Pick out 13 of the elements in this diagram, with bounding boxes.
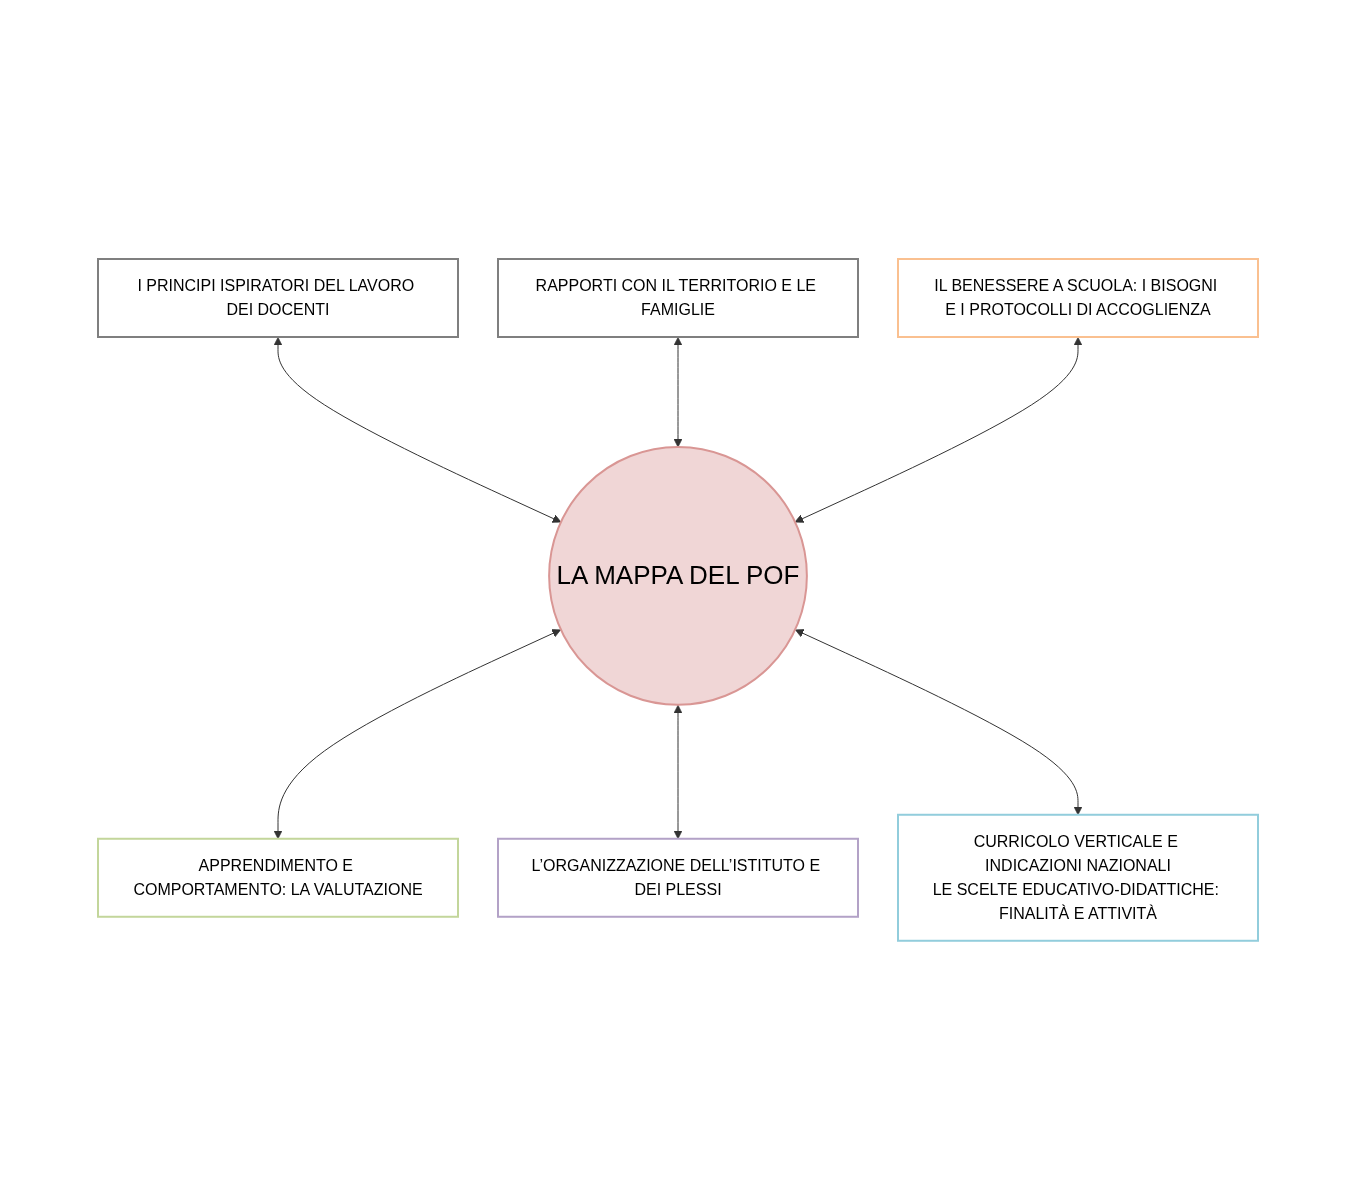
node-box: IL BENESSERE A SCUOLA: I BISOGNI E I PROTOCOLLI DI ACCOGLIENZA — [896, 258, 1259, 339]
arrow — [794, 629, 1082, 816]
arrow — [273, 337, 561, 523]
arrow — [273, 629, 561, 840]
node-box: APPRENDIMENTO E COMPORTAMENTO: LA VALUTAZIONE — [96, 837, 459, 918]
node-box: L’ORGANIZZAZIONE DELL’ISTITUTO E DEI PLESSI — [496, 837, 859, 918]
node-box: I PRINCIPI ISPIRATORI DEL LAVORO DEI DOCENTI — [96, 258, 459, 339]
node-box: RAPPORTI CON IL TERRITORIO E LE FAMIGLIE — [496, 258, 859, 339]
arrow — [673, 704, 682, 840]
arrow — [673, 337, 682, 448]
node-box: CURRICOLO VERTICALE E INDICAZIONI NAZIONALI LE SCELTE EDUCATIVO-DIDATTICHE: FINALITÀ E ATTIVITÀ — [896, 813, 1259, 942]
node-circle: LA MAPPA DEL POF — [547, 446, 808, 706]
arrow — [794, 337, 1082, 523]
